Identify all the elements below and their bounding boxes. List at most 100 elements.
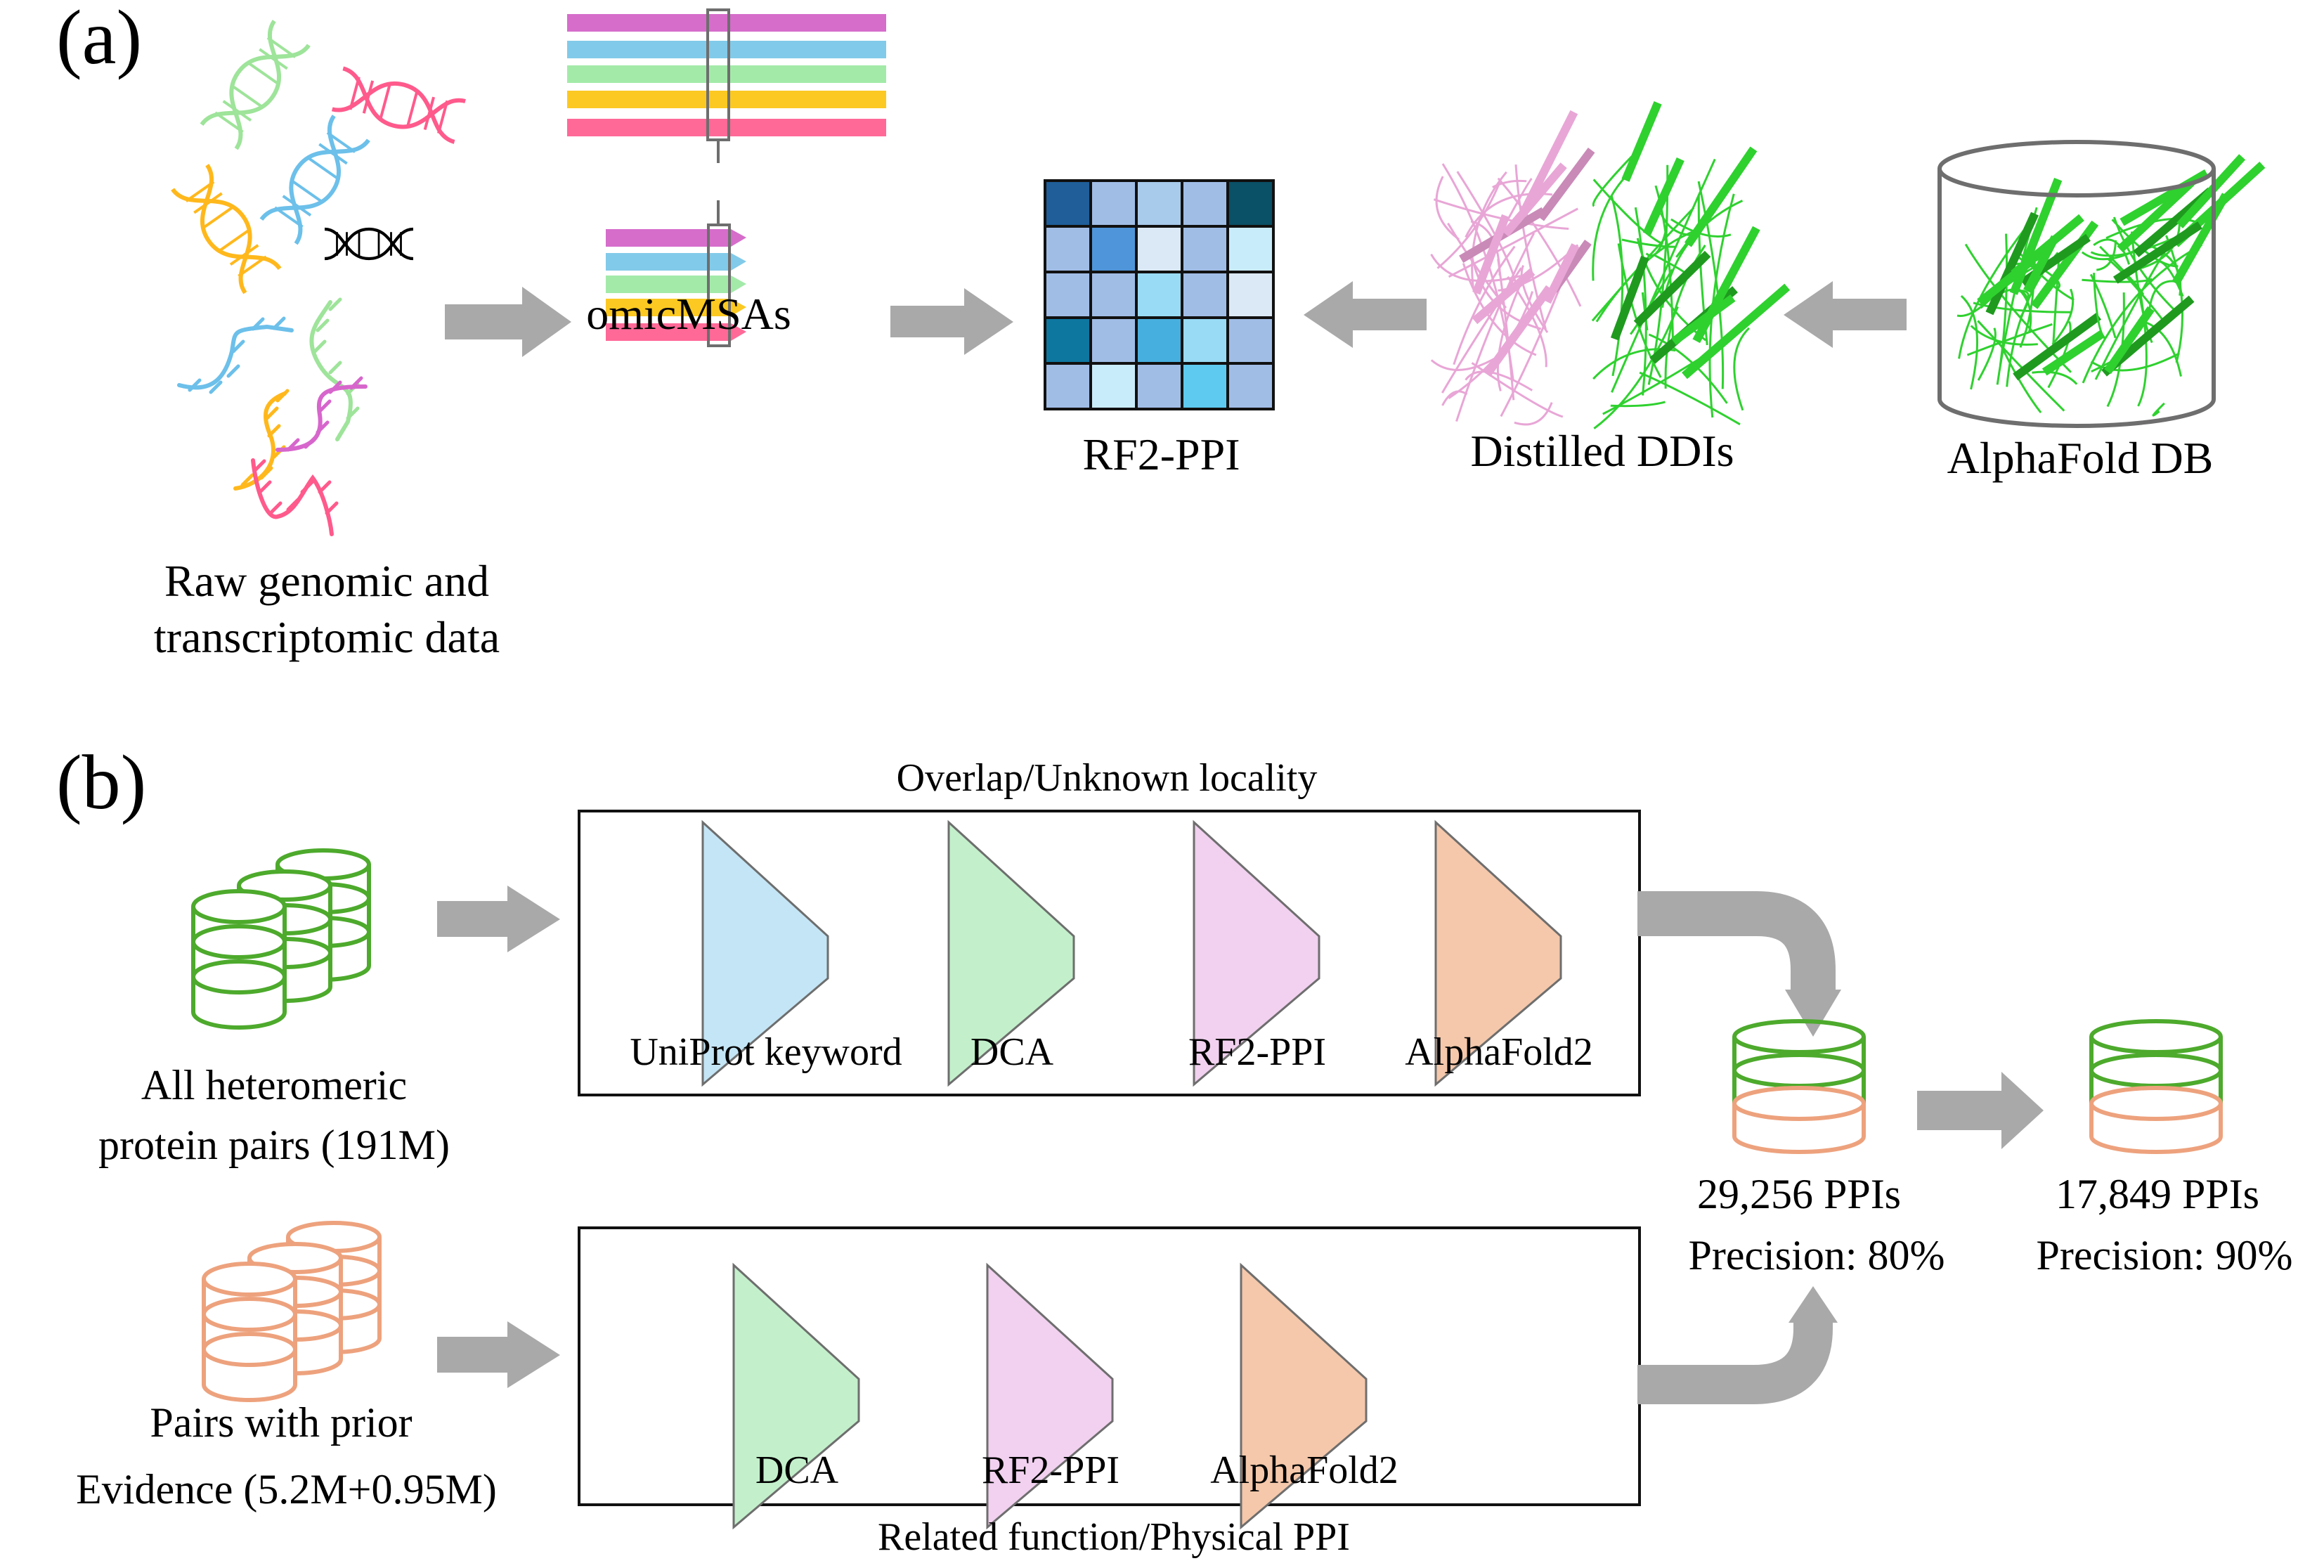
matrix-cell	[1181, 179, 1229, 228]
result-2-precision: Precision: 90%	[2036, 1232, 2293, 1278]
bottom-filter-pipeline	[732, 1262, 1368, 1530]
matrix-cell	[1044, 179, 1092, 228]
rna-strand-icon	[177, 316, 294, 394]
rna-strand-icon	[233, 389, 290, 491]
omic-msas-illustration	[567, 8, 886, 347]
dna-helix-icon	[259, 115, 370, 245]
filter-label: AlphaFold2	[1405, 1030, 1593, 1074]
matrix-cell	[1226, 179, 1275, 228]
prior-pairs-label-line1: Pairs with prior	[150, 1399, 413, 1446]
matrix-cell	[1226, 225, 1275, 273]
raw-data-label-line1: Raw genomic and	[164, 556, 490, 606]
arrow-afdb-to-ddi	[1784, 281, 1907, 348]
matrix-cell	[1181, 362, 1229, 410]
arrow-prior-pairs-to-bottom-box	[437, 1321, 560, 1388]
result-2-count: 17,849 PPIs	[2055, 1171, 2260, 1217]
panel-b-label: (b)	[56, 739, 147, 825]
all-pairs-database-icon	[191, 848, 371, 1030]
matrix-cell	[1226, 362, 1275, 410]
matrix-cell	[1226, 316, 1275, 365]
msa-row	[567, 119, 886, 136]
protein-chain-ribbon	[1430, 110, 1595, 426]
matrix-cell	[1089, 362, 1138, 410]
filter-label: AlphaFold2	[1210, 1449, 1398, 1492]
arrow-result1-to-result2	[1917, 1072, 2044, 1149]
bottom-box-title: Related function/Physical PPI	[878, 1515, 1350, 1559]
matrix-cell	[1135, 316, 1183, 365]
filter-rf2-ppi-icon	[1193, 819, 1320, 1087]
cylinder-top	[1937, 140, 2216, 197]
matrix-cell	[1135, 225, 1183, 273]
top-filter-pipeline	[701, 819, 1562, 1087]
msa-sequence-arrow	[606, 323, 746, 341]
filter-alphafold2-icon	[1434, 819, 1562, 1087]
prior-pairs-label-line2: Evidence (5.2M+0.95M)	[76, 1466, 497, 1512]
rf2-ppi-matrix	[1044, 179, 1275, 410]
msa-sequence-arrow	[606, 253, 746, 271]
protein-chain-ribbon	[1591, 101, 1791, 429]
arrow-raw-to-msa	[445, 287, 571, 357]
filter-label: RF2-PPI	[1188, 1030, 1327, 1074]
result-1-precision: Precision: 80%	[1688, 1232, 1945, 1278]
distilled-ddis-label: Distilled DDIs	[1470, 426, 1734, 476]
omic-msas-label: omicMSAs	[586, 289, 791, 339]
msa-row	[567, 91, 886, 108]
arrow-shape	[445, 287, 571, 357]
matrix-cell	[1226, 271, 1275, 319]
matrix-cell	[1135, 271, 1183, 319]
msa-row	[567, 14, 886, 32]
filter-dca-icon	[732, 1262, 860, 1530]
arrow-ddi-to-rf2	[1304, 281, 1427, 348]
arrow-top-box-to-result	[1637, 891, 1841, 1037]
filter-dca-icon	[947, 819, 1075, 1087]
rna-strand-icon	[251, 458, 339, 536]
panel-a-label: (a)	[56, 0, 143, 80]
matrix-cell	[1135, 362, 1183, 410]
all-pairs-label-line1: All heteromeric	[141, 1062, 408, 1108]
msa-sequence-arrow	[606, 276, 746, 293]
dna-helix-icon	[171, 164, 282, 294]
result-1-database-icon	[1732, 1019, 1866, 1154]
result-1-count: 29,256 PPIs	[1696, 1171, 1902, 1217]
filter-label: UniProt keyword	[630, 1030, 902, 1074]
matrix-cell	[1044, 362, 1092, 410]
arrow-all-pairs-to-top-box	[437, 886, 560, 952]
matrix-cell	[1181, 316, 1229, 365]
filter-alphafold2-icon	[1240, 1262, 1368, 1530]
alphafold-db-label: AlphaFold DB	[1947, 433, 2214, 483]
filter-uniprot-keyword-icon	[701, 819, 829, 1087]
protein-chain-ribbon	[2081, 154, 2266, 417]
matrix-cell	[1089, 316, 1138, 365]
top-filter-box	[578, 810, 1641, 1096]
top-box-title: Overlap/Unknown locality	[896, 756, 1318, 800]
rna-strand-icon	[275, 376, 368, 452]
protein-chain-ribbon	[1956, 177, 2105, 414]
rf2-ppi-label: RF2-PPI	[1082, 429, 1240, 479]
filter-label: RF2-PPI	[981, 1449, 1120, 1492]
dna-helix-icon	[331, 66, 466, 144]
matrix-cell	[1089, 225, 1138, 273]
distilled-ddis-structure	[1430, 101, 1791, 429]
alphafold-db-cylinder	[1937, 140, 2266, 428]
dna-helix-icon	[324, 227, 414, 261]
msa-sequence-arrow	[606, 229, 746, 247]
matrix-cell	[1089, 179, 1138, 228]
arrow-msa-to-rf2	[890, 288, 1013, 355]
msa-row	[567, 41, 886, 58]
prior-pairs-database-icon	[202, 1221, 382, 1402]
filter-label: DCA	[970, 1030, 1054, 1074]
arrow-bottom-box-to-result	[1637, 1286, 1838, 1404]
matrix-cell	[1181, 271, 1229, 319]
matrix-cell	[1044, 316, 1092, 365]
filter-label: DCA	[755, 1449, 839, 1492]
msa-column-highlight	[707, 223, 731, 347]
matrix-cell	[1044, 271, 1092, 319]
raw-data-label-line2: transcriptomic data	[153, 612, 500, 662]
dna-helix-icon	[200, 20, 311, 150]
msa-row	[567, 65, 886, 83]
matrix-cell	[1135, 179, 1183, 228]
filter-rf2-ppi-icon	[986, 1262, 1114, 1530]
rna-strand-icon	[309, 297, 360, 441]
all-pairs-label-line2: protein pairs (191M)	[98, 1122, 450, 1168]
result-2-database-icon	[2089, 1019, 2223, 1154]
